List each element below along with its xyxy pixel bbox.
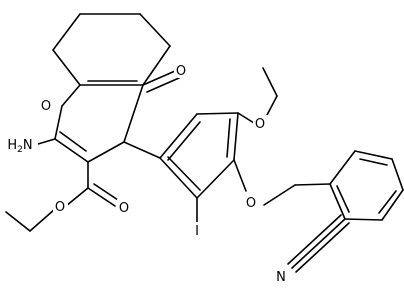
bond [336, 185, 350, 213]
bond [329, 150, 356, 185]
bond [29, 208, 56, 232]
bond [52, 13, 81, 51]
bond [329, 183, 346, 220]
bond [263, 184, 296, 206]
bond [226, 118, 231, 158]
bond [196, 159, 235, 199]
bond [391, 158, 404, 191]
bond [37, 138, 56, 145]
bond [159, 157, 198, 199]
bond [233, 112, 239, 161]
bond [123, 84, 144, 143]
bond [262, 67, 278, 97]
bond [159, 113, 198, 159]
bond [294, 183, 331, 186]
bond [295, 222, 350, 273]
bond [54, 105, 63, 140]
bond [52, 49, 81, 86]
bond [291, 218, 346, 269]
bond [196, 112, 239, 115]
bond [378, 190, 397, 214]
bond [359, 158, 388, 166]
ketone-oxygen-label: O [176, 64, 186, 79]
iodine-label: I [195, 224, 199, 239]
bond [146, 77, 180, 93]
bond [142, 70, 176, 86]
bond [59, 131, 87, 152]
bond [139, 13, 171, 47]
ring-oxygen-label: O [41, 99, 51, 114]
ester-carbonyl-oxygen-label: O [119, 201, 129, 216]
ethoxy-oxygen-label: O [255, 117, 265, 132]
bond [65, 187, 89, 207]
bond [87, 187, 116, 207]
atom-labels: O O H2N O O O O I N [2, 62, 289, 285]
amino-label: H2N [7, 138, 32, 155]
bond [167, 156, 201, 191]
ester-oxygen-label: O [55, 200, 65, 215]
bond [54, 138, 89, 163]
bond [142, 45, 171, 86]
bond [344, 218, 383, 221]
bonds [5, 13, 404, 273]
bond [354, 150, 393, 160]
bond [87, 141, 125, 163]
bond [167, 121, 201, 161]
nitrile-nitrogen-label: N [276, 270, 286, 285]
bond [237, 112, 255, 124]
bond [266, 95, 278, 116]
bond [233, 159, 247, 192]
bond [93, 183, 122, 203]
bond [61, 84, 81, 107]
bond [381, 189, 404, 221]
bond [5, 211, 31, 232]
benzyloxy-oxygen-label: O [246, 196, 256, 211]
bond [123, 141, 161, 159]
bond [287, 214, 342, 265]
